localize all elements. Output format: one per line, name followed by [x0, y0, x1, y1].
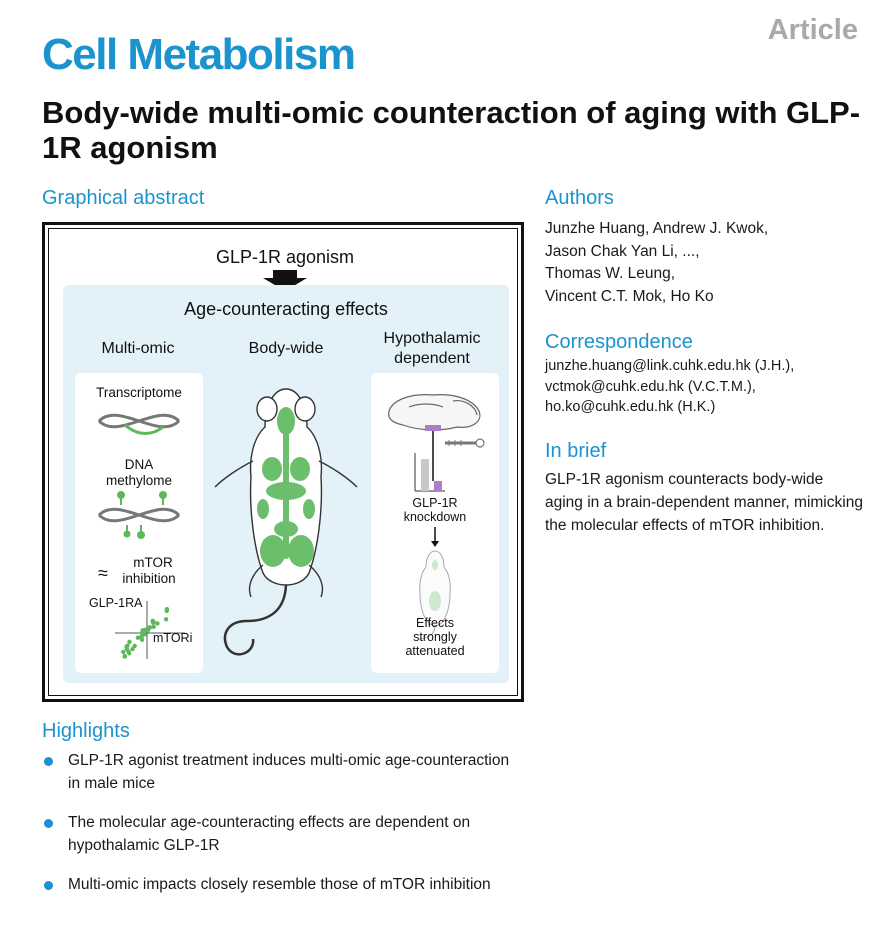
- author-line: Thomas W. Leung,: [545, 265, 676, 282]
- mouse-organs: [257, 407, 315, 567]
- effects-label-3: attenuated: [405, 644, 464, 658]
- rna-helix-icon: [97, 413, 181, 435]
- scatter-dot: [126, 649, 131, 654]
- correspondence-email[interactable]: vctmok@cuhk.edu.hk (V.C.T.M.),: [545, 378, 756, 395]
- scatter-dot: [147, 625, 153, 630]
- ga-top-label: GLP-1R agonism: [216, 247, 354, 267]
- down-arrow-small-icon: [431, 527, 439, 547]
- highlights-list: GLP-1R agonist treatment induces multi-o…: [42, 750, 522, 914]
- brain-icon: [388, 394, 481, 431]
- in-brief-heading: In brief: [545, 440, 607, 462]
- authors-heading: Authors: [545, 187, 614, 209]
- hypothalamic-panel: [371, 373, 499, 673]
- graphical-abstract-heading: Graphical abstract: [42, 187, 205, 209]
- authors-list: Junzhe Huang, Andrew J. Kwok, Jason Chak…: [545, 218, 865, 308]
- approx-symbol: ≈: [98, 563, 108, 583]
- dna-label: DNA: [125, 457, 154, 472]
- column-label-dependent: dependent: [394, 350, 470, 367]
- effects-label-2: strongly: [413, 630, 458, 644]
- column-label-hypothalamic: Hypothalamic: [384, 330, 481, 347]
- scatter-dot: [164, 608, 169, 614]
- scatter-dot: [163, 617, 169, 622]
- scatter-dot: [121, 649, 126, 655]
- knockdown-bar-chart: [414, 453, 445, 492]
- scatter-dot: [155, 621, 160, 626]
- article-type-label: Article: [767, 14, 858, 46]
- mtor-label: mTOR: [133, 555, 173, 570]
- highlight-item: Multi-omic impacts closely resemble thos…: [42, 874, 522, 897]
- bullet-icon: [44, 881, 53, 890]
- scatter-x-label: mTORi: [153, 631, 192, 645]
- scatter-dot: [151, 620, 156, 625]
- scatter-dot: [127, 639, 132, 644]
- knockdown-label-2: knockdown: [404, 510, 467, 524]
- highlight-item: GLP-1R agonist treatment induces multi-o…: [42, 750, 522, 795]
- author-line: Jason Chak Yan Li, ...,: [545, 242, 700, 260]
- column-label-multi-omic: Multi-omic: [102, 340, 175, 357]
- correspondence-email[interactable]: ho.ko@cuhk.edu.hk (H.K.): [545, 399, 716, 415]
- scatter-dot: [125, 643, 130, 648]
- scatter-y-label: GLP-1RA: [89, 596, 143, 610]
- scatter-dot: [135, 635, 141, 640]
- bullet-icon: [44, 819, 53, 828]
- scatter-dot: [132, 643, 137, 649]
- author-line: Vincent C.T. Mok, Ho Ko: [545, 287, 714, 305]
- scatter-dot: [122, 654, 128, 659]
- syringe-icon: [445, 438, 485, 448]
- scatter-dot: [130, 646, 135, 652]
- correspondence-heading: Correspondence: [545, 331, 693, 353]
- scatter-dot: [139, 637, 145, 642]
- correlation-scatter-icon: [115, 601, 185, 659]
- scatter-dot: [151, 624, 156, 629]
- graphical-abstract-illustration: GLP-1R agonism Age-counteracting effects…: [63, 247, 509, 683]
- author-line: Junzhe Huang, Andrew J. Kwok,: [545, 220, 769, 237]
- journal-title: Cell Metabolism: [42, 30, 356, 79]
- dna-methylation-icon: [97, 491, 181, 539]
- in-brief-text: GLP-1R agonism counteracts body-wide agi…: [545, 471, 863, 534]
- graphical-abstract-figure: GLP-1R agonism Age-counteracting effects…: [42, 222, 524, 702]
- bullet-icon: [44, 757, 53, 766]
- down-arrow-icon: [263, 270, 307, 291]
- methylome-label: methylome: [106, 473, 172, 488]
- effects-label-1: Effects: [416, 616, 454, 630]
- faded-mouse-icon: [418, 550, 451, 640]
- column-label-body-wide: Body-wide: [249, 340, 324, 357]
- correspondence-email[interactable]: junzhe.huang@link.cuhk.edu.hk (J.H.),: [545, 358, 795, 374]
- scatter-dot: [140, 628, 145, 633]
- multi-omic-panel: [75, 373, 203, 673]
- hypothalamus-region: [425, 425, 441, 431]
- paper-title: Body-wide multi-omic counteraction of ag…: [42, 95, 861, 165]
- correspondence-list: junzhe.huang@link.cuhk.edu.hk (J.H.), vc…: [545, 356, 875, 418]
- highlights-heading: Highlights: [42, 720, 130, 742]
- transcriptome-label: Transcriptome: [96, 385, 182, 400]
- effects-label: Age-counteracting effects: [184, 299, 388, 319]
- knockdown-label-1: GLP-1R: [412, 496, 457, 510]
- inhibition-label: inhibition: [122, 571, 175, 586]
- scatter-dot: [140, 632, 145, 637]
- highlight-item: The molecular age-counteracting effects …: [42, 812, 522, 857]
